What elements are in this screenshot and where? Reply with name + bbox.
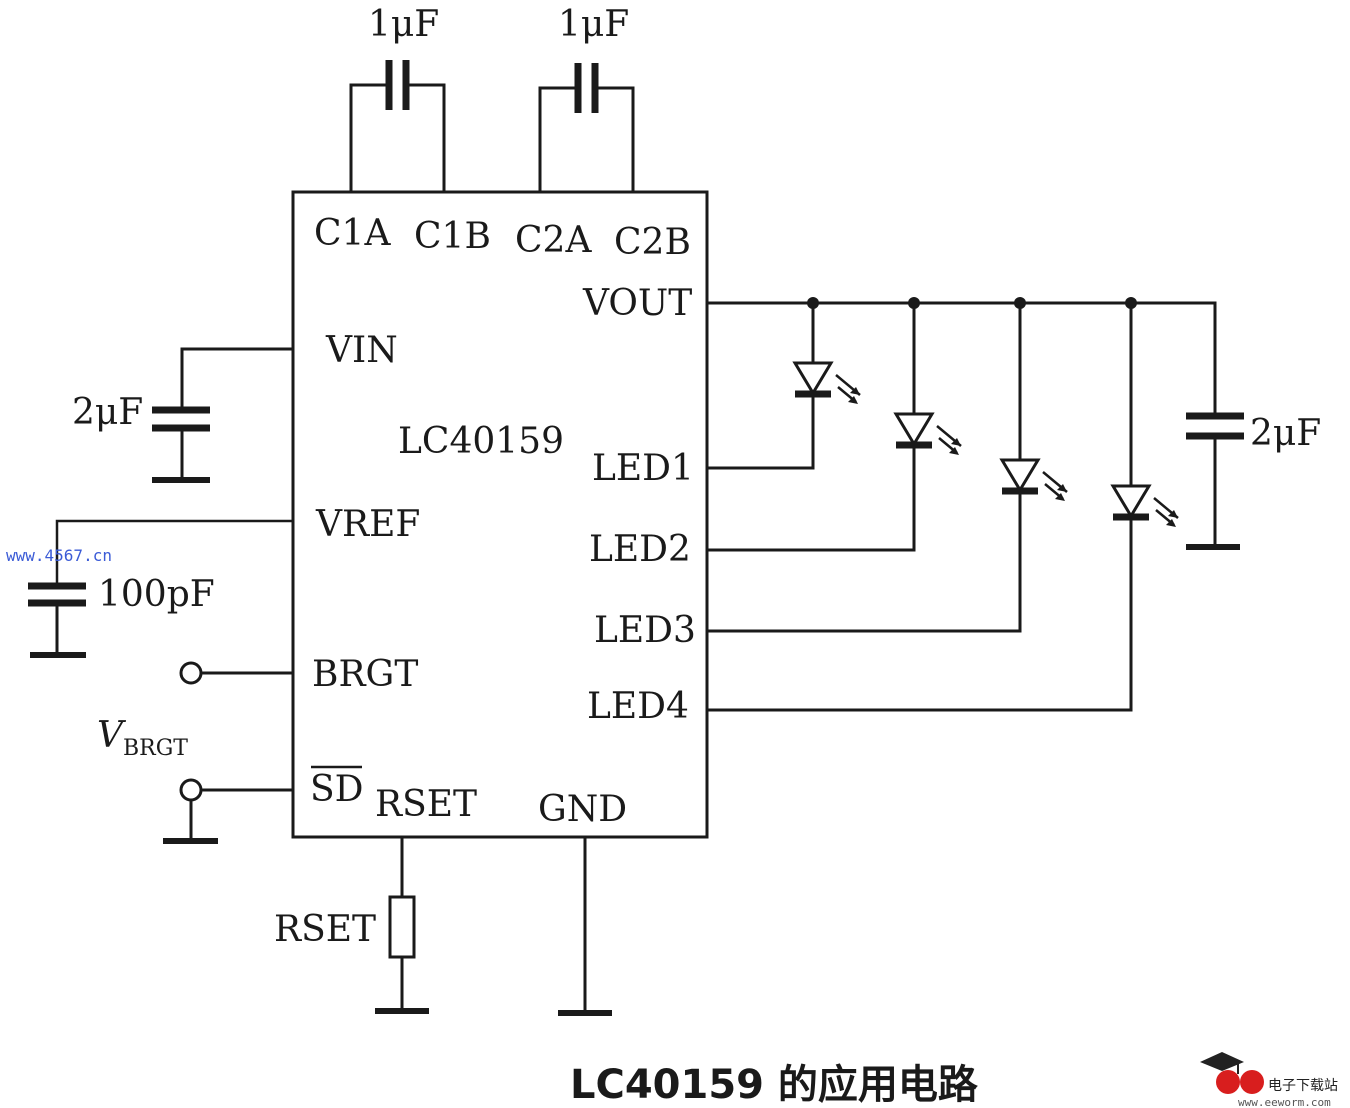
- cout-value-label: 2μF: [1250, 413, 1321, 454]
- pin-label-vin: VIN: [325, 330, 398, 371]
- capacitor-cin: [152, 347, 295, 483]
- pin-label-c1b: C1B: [414, 216, 491, 257]
- cin-value-label: 2μF: [72, 392, 143, 433]
- pin-label-c2a: C2A: [515, 220, 592, 261]
- capacitor-c1: [349, 60, 446, 194]
- led-4: [705, 301, 1179, 712]
- c2-value-label: 1μF: [558, 4, 629, 45]
- pin-label-sd: SD: [310, 769, 364, 810]
- c1-value-label: 1μF: [368, 4, 439, 45]
- pin-label-brgt: BRGT: [312, 654, 418, 695]
- pin-label-rset: RSET: [375, 784, 477, 825]
- pin-label-vref: VREF: [315, 504, 420, 545]
- rset-resistor-label: RSET: [274, 909, 376, 950]
- pin-label-c1a: C1A: [314, 213, 391, 254]
- pin-label-c2b: C2B: [614, 222, 691, 263]
- vout-rail: [705, 297, 1217, 414]
- brgt-terminal: [179, 661, 295, 685]
- led-3: [705, 301, 1068, 633]
- pin-label-led3: LED3: [594, 610, 696, 651]
- ic-body: [291, 190, 709, 839]
- vbrgt-label: VBRGT: [97, 715, 188, 761]
- gnd-connection: [558, 835, 612, 1016]
- sd-terminal: [163, 778, 295, 844]
- capacitor-c2: [538, 63, 635, 194]
- pin-label-led2: LED2: [589, 529, 691, 570]
- led-1: [705, 301, 861, 470]
- capacitor-cref: [28, 519, 293, 658]
- watermark: www.4567.cn: [6, 546, 112, 565]
- pin-label-led4: LED4: [587, 686, 689, 727]
- site-logo: 电子下载站 www.eeworm.com: [1200, 1052, 1338, 1108]
- figure-caption: LC40159 的应用电路: [570, 1062, 979, 1108]
- led-2: [705, 301, 962, 552]
- capacitor-cout: [1186, 412, 1244, 550]
- logo-url: www.eeworm.com: [1238, 1096, 1331, 1108]
- logo-text: 电子下载站: [1268, 1078, 1338, 1094]
- cref-value-label: 100pF: [98, 574, 215, 615]
- pin-label-gnd: GND: [538, 789, 627, 830]
- resistor-rset: [375, 835, 429, 1014]
- pin-label-led1: LED1: [592, 448, 694, 489]
- ic-name-label: LC40159: [398, 421, 564, 462]
- pin-label-vout: VOUT: [582, 283, 692, 324]
